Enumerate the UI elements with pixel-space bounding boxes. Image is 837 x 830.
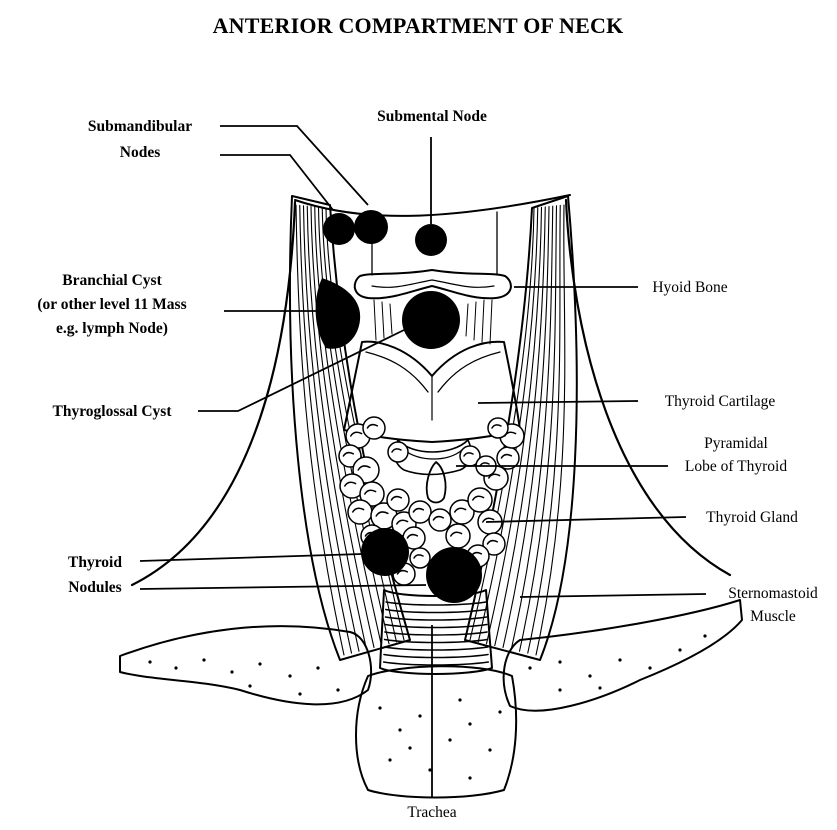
label-sternomastoid-2: Muscle [750, 608, 796, 625]
branchial-cyst [316, 278, 361, 349]
submandibular-node-1 [323, 213, 355, 245]
thyroid-nodule-2 [426, 547, 482, 603]
leader-nodule-2 [140, 585, 426, 589]
manubrium [356, 666, 516, 797]
submental-node [415, 224, 447, 256]
jaw-line [295, 195, 570, 216]
left-clavicle [120, 626, 371, 704]
label-submental: Submental Node [377, 108, 487, 125]
right-clavicle [504, 600, 742, 711]
leader-thyroid-cartilage [478, 401, 638, 403]
label-submandibular-2: Nodes [120, 144, 160, 161]
label-thyroglossal: Thyroglossal Cyst [53, 403, 173, 420]
label-thyroid-nodules-2: Nodules [68, 579, 121, 596]
neck-drawing [120, 195, 742, 798]
thyroglossal-cyst [402, 291, 460, 349]
label-branchial-3: e.g. lymph Node) [56, 320, 168, 337]
leader-thyroid-gland [486, 517, 686, 522]
label-thyroid-gland: Thyroid Gland [706, 509, 798, 526]
label-thyroid-nodules-1: Thyroid [68, 554, 122, 571]
trachea [380, 590, 492, 674]
label-trachea: Trachea [407, 804, 456, 821]
leader-submandibular-1 [220, 126, 368, 205]
diagram-title: ANTERIOR COMPARTMENT OF NECK [213, 13, 624, 38]
label-branchial-1: Branchial Cyst [62, 272, 162, 289]
label-pyramidal-1: Pyramidal [704, 435, 768, 452]
neck-outline-left [132, 202, 295, 585]
label-sternomastoid-1: Sternomastoid [728, 585, 818, 602]
label-branchial-2: (or other level 11 Mass [37, 296, 186, 313]
label-submandibular-1: Submandibular [88, 118, 192, 135]
label-pyramidal-2: Lobe of Thyroid [685, 458, 787, 475]
label-hyoid: Hyoid Bone [652, 279, 727, 296]
clavicles [120, 600, 742, 798]
thyroid-nodule-1 [361, 528, 409, 576]
pyramidal-lobe [427, 462, 446, 503]
submandibular-node-2 [354, 210, 388, 244]
label-thyroid-cartilage: Thyroid Cartilage [665, 393, 776, 410]
